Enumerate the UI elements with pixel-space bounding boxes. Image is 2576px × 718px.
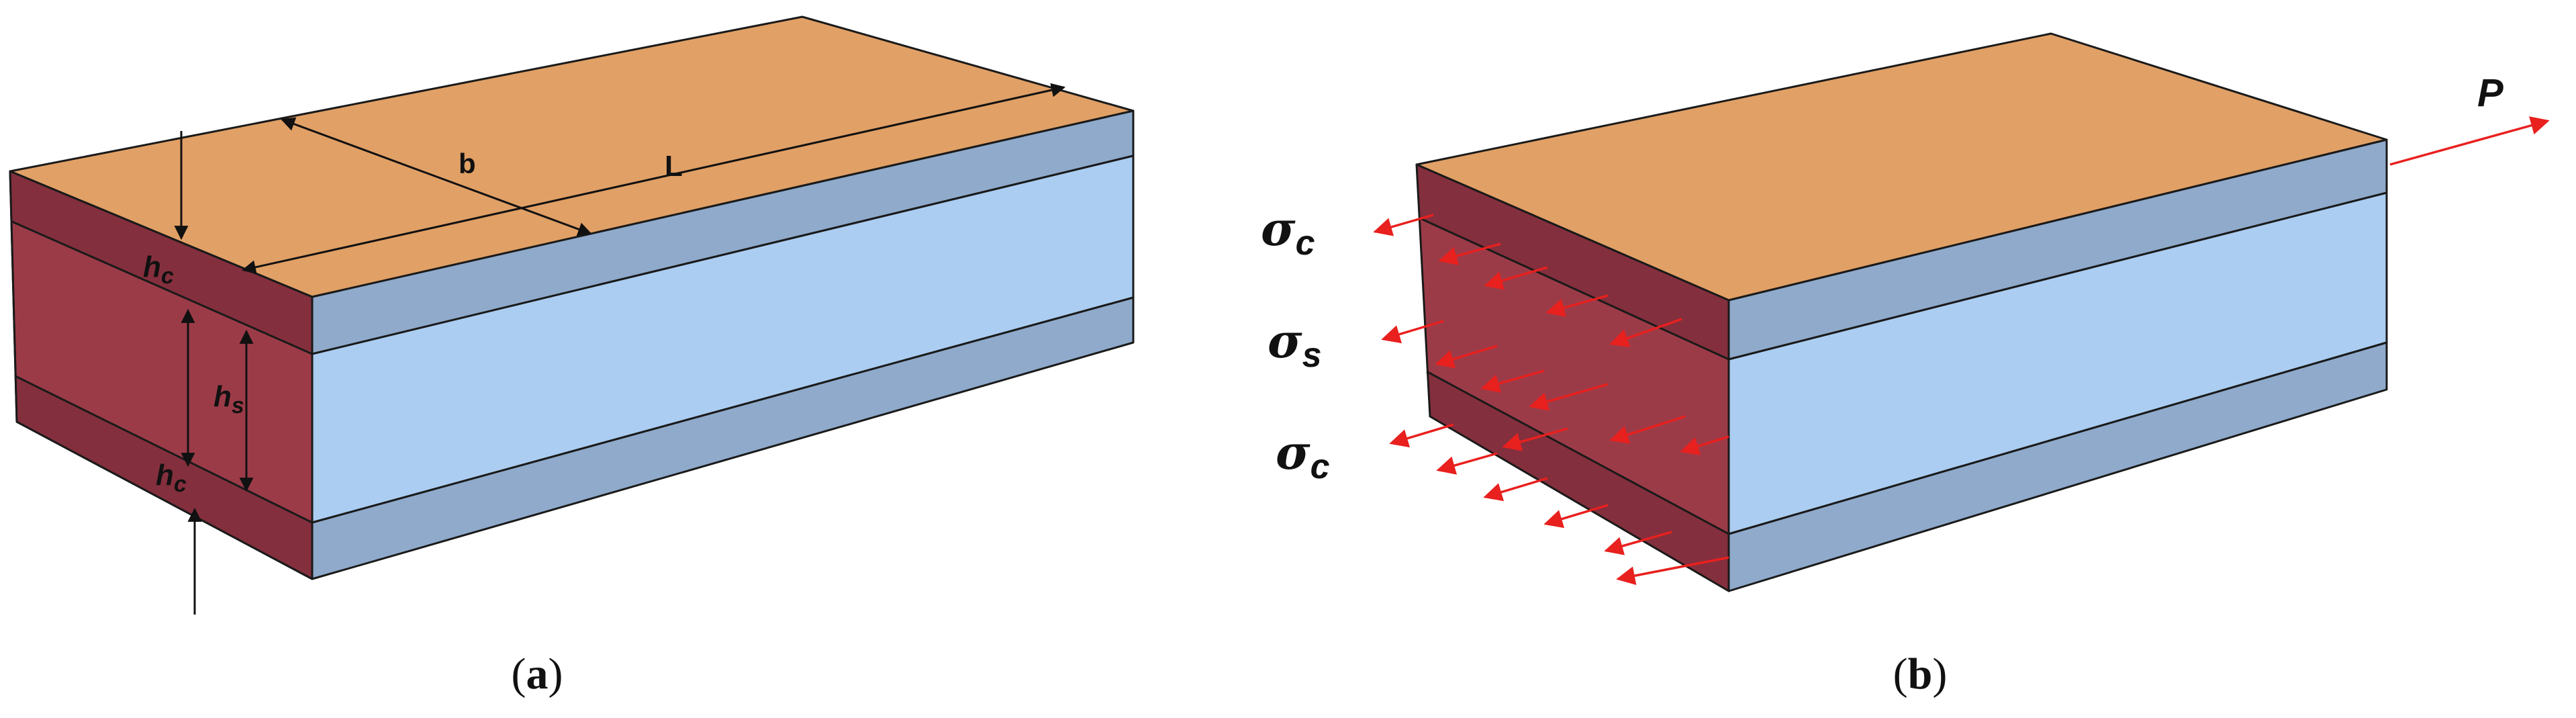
stress-arrow bbox=[1680, 435, 1729, 455]
hs-label: hs bbox=[213, 380, 244, 418]
beam-a-front-bottom-skin bbox=[15, 376, 312, 579]
stress-arrow bbox=[1529, 383, 1609, 411]
stress-arrow bbox=[1389, 423, 1454, 448]
beam-a-side-bottom-skin bbox=[311, 296, 1135, 580]
stress-arrow bbox=[1373, 214, 1434, 236]
beam-a-front-line-2 bbox=[15, 375, 313, 524]
beam-b-front-line-2 bbox=[1426, 370, 1729, 535]
stress-arrow bbox=[1438, 242, 1501, 265]
stress-arrow bbox=[1543, 504, 1609, 529]
dimension-L-label: L bbox=[665, 150, 683, 183]
beam-b-front-line-1 bbox=[1419, 217, 1729, 361]
beam-a-front-line-1 bbox=[11, 220, 313, 355]
beam-b-front-top-skin bbox=[1417, 165, 1729, 359]
caption-b: (b) bbox=[1893, 649, 1948, 699]
panel-a: b L hc hs hc (a) bbox=[9, 15, 1135, 699]
stress-arrow bbox=[1381, 320, 1444, 344]
stress-arrow bbox=[1616, 556, 1729, 585]
stress-arrow bbox=[1484, 266, 1548, 290]
caption-a: (a) bbox=[512, 649, 563, 699]
stress-arrow bbox=[1545, 294, 1609, 317]
stress-arrow bbox=[1609, 415, 1686, 444]
stress-arrow bbox=[1480, 369, 1545, 393]
stress-arrow bbox=[1502, 427, 1568, 451]
hc-top-label: hc bbox=[143, 251, 174, 289]
sigma-c-top-label: σc bbox=[1261, 201, 1315, 263]
sigma-s-label: σs bbox=[1268, 313, 1322, 375]
stress-arrows bbox=[1373, 214, 1729, 585]
dimension-b-label: b bbox=[459, 148, 476, 179]
stress-arrow bbox=[1435, 345, 1498, 369]
sigma-c-bottom-label: σc bbox=[1276, 424, 1330, 486]
beam-b-side-bottom-skin bbox=[1727, 341, 2388, 592]
panel-b: P σc σs bbox=[1261, 32, 2550, 699]
stress-arrow bbox=[1436, 452, 1498, 475]
stress-arrow bbox=[1604, 531, 1672, 555]
dimension-b-line bbox=[281, 117, 592, 236]
hc-bottom-label: hc bbox=[156, 459, 187, 497]
load-P-arrow bbox=[2389, 116, 2550, 166]
stress-arrow bbox=[1609, 318, 1682, 347]
beam-a-front-top-skin bbox=[10, 171, 312, 354]
stress-arrow bbox=[1483, 477, 1548, 502]
dimension-L-line bbox=[241, 83, 1066, 275]
load-P-label: P bbox=[2477, 71, 2503, 115]
